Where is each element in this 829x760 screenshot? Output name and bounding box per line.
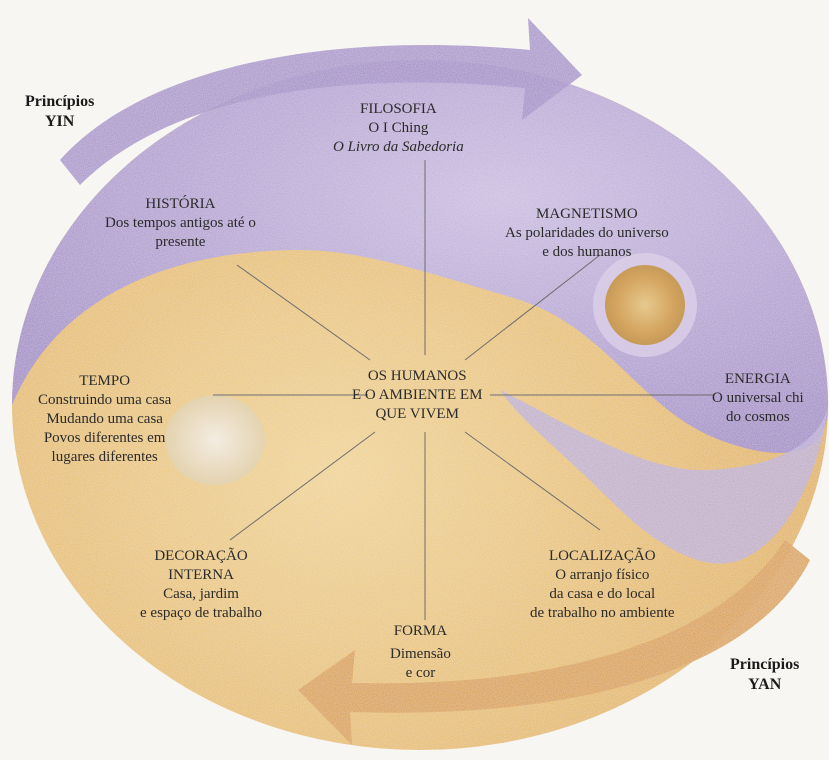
historia-label: HISTÓRIA Dos tempos antigos até o presen… <box>105 195 256 252</box>
energia-line-2: O universal chi <box>712 389 804 408</box>
tempo-label: TEMPO Construindo uma casa Mudando uma c… <box>38 372 171 467</box>
filosofia-label: FILOSOFIA O I Ching O Livro da Sabedoria <box>333 100 464 157</box>
localizacao-line-2: O arranjo físico <box>530 566 675 585</box>
energia-line-3: do cosmos <box>712 408 804 427</box>
yin-dot-in-yang <box>165 395 265 485</box>
yin-line-1: Princípios <box>25 92 94 112</box>
decoracao-title: DECORAÇÃO <box>140 547 262 566</box>
magnetismo-line-3: e dos humanos <box>505 243 669 262</box>
center-line-1: OS HUMANOS <box>352 367 482 386</box>
forma-line-3: e cor <box>390 664 451 683</box>
energia-label: ENERGIA O universal chi do cosmos <box>712 370 804 427</box>
center-line-2: E O AMBIENTE EM <box>352 386 482 405</box>
historia-title: HISTÓRIA <box>105 195 256 214</box>
decoracao-label: DECORAÇÃO INTERNA Casa, jardim e espaço … <box>140 547 262 623</box>
forma-label: FORMA Dimensão e cor <box>390 622 451 683</box>
tempo-title: TEMPO <box>38 372 171 391</box>
yan-principles-label: Princípios YAN <box>730 655 799 695</box>
filosofia-line-3: O Livro da Sabedoria <box>333 138 464 157</box>
localizacao-line-4: de trabalho no ambiente <box>530 604 675 623</box>
magnetismo-title: MAGNETISMO <box>505 205 669 224</box>
center-line-3: QUE VIVEM <box>352 405 482 424</box>
center-label: OS HUMANOS E O AMBIENTE EM QUE VIVEM <box>352 367 482 424</box>
magnetismo-line-2: As polaridades do universo <box>505 224 669 243</box>
decoracao-line-2: INTERNA <box>140 566 262 585</box>
localizacao-line-3: da casa e do local <box>530 585 675 604</box>
energia-title: ENERGIA <box>712 370 804 389</box>
decoracao-line-3: Casa, jardim <box>140 585 262 604</box>
localizacao-title: LOCALIZAÇÃO <box>530 547 675 566</box>
tempo-line-5: lugares diferentes <box>38 448 171 467</box>
filosofia-title: FILOSOFIA <box>333 100 464 119</box>
yin-line-2: YIN <box>25 112 94 132</box>
forma-line-2: Dimensão <box>390 645 451 664</box>
tempo-line-2: Construindo uma casa <box>38 391 171 410</box>
yan-line-1: Princípios <box>730 655 799 675</box>
magnetismo-label: MAGNETISMO As polaridades do universo e … <box>505 205 669 262</box>
yin-principles-label: Princípios YIN <box>25 92 94 132</box>
forma-title: FORMA <box>390 622 451 641</box>
filosofia-line-2: O I Ching <box>333 119 464 138</box>
tempo-line-4: Povos diferentes em <box>38 429 171 448</box>
historia-line-3: presente <box>105 233 256 252</box>
yan-line-2: YAN <box>730 675 799 695</box>
historia-line-2: Dos tempos antigos até o <box>105 214 256 233</box>
localizacao-label: LOCALIZAÇÃO O arranjo físico da casa e d… <box>530 547 675 623</box>
decoracao-line-4: e espaço de trabalho <box>140 604 262 623</box>
tempo-line-3: Mudando uma casa <box>38 410 171 429</box>
